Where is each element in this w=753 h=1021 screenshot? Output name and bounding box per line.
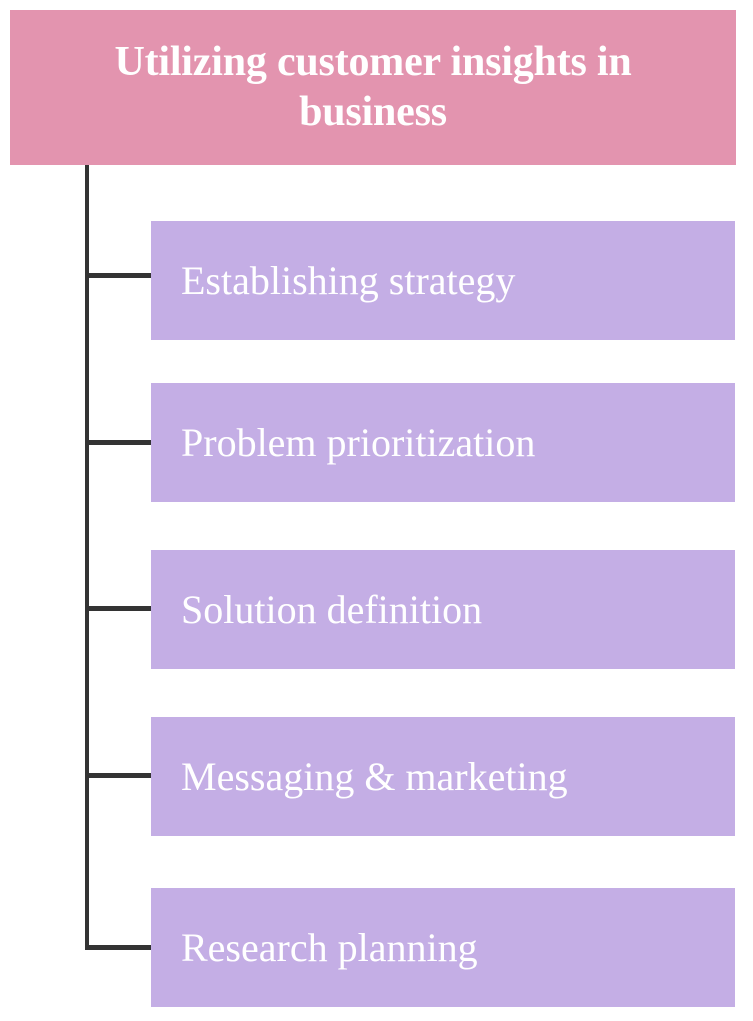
branch-connector-line-1 (85, 273, 153, 278)
branch-connector-line-2 (85, 440, 153, 445)
child-node-4[interactable]: Messaging & marketing (151, 717, 735, 836)
child-node-1-label: Establishing strategy (181, 257, 516, 303)
root-node-title: Utilizing customer insights in business (114, 38, 631, 137)
child-node-2-label: Problem prioritization (181, 419, 536, 465)
root-title-line-2: business (299, 88, 447, 135)
branch-connector-line-4 (85, 773, 153, 778)
child-node-2[interactable]: Problem prioritization (151, 383, 735, 502)
child-node-5[interactable]: Research planning (151, 888, 735, 1007)
branch-connector-line-5 (85, 945, 153, 950)
branch-connector-line-3 (85, 606, 153, 611)
child-node-3-label: Solution definition (181, 586, 483, 632)
child-node-1[interactable]: Establishing strategy (151, 221, 735, 340)
root-title-line-1: Utilizing customer insights in (114, 38, 632, 85)
trunk-connector-line (85, 165, 89, 950)
child-node-4-label: Messaging & marketing (181, 753, 568, 799)
root-node[interactable]: Utilizing customer insights in business (10, 10, 736, 165)
child-node-3[interactable]: Solution definition (151, 550, 735, 669)
child-node-5-label: Research planning (181, 924, 478, 970)
